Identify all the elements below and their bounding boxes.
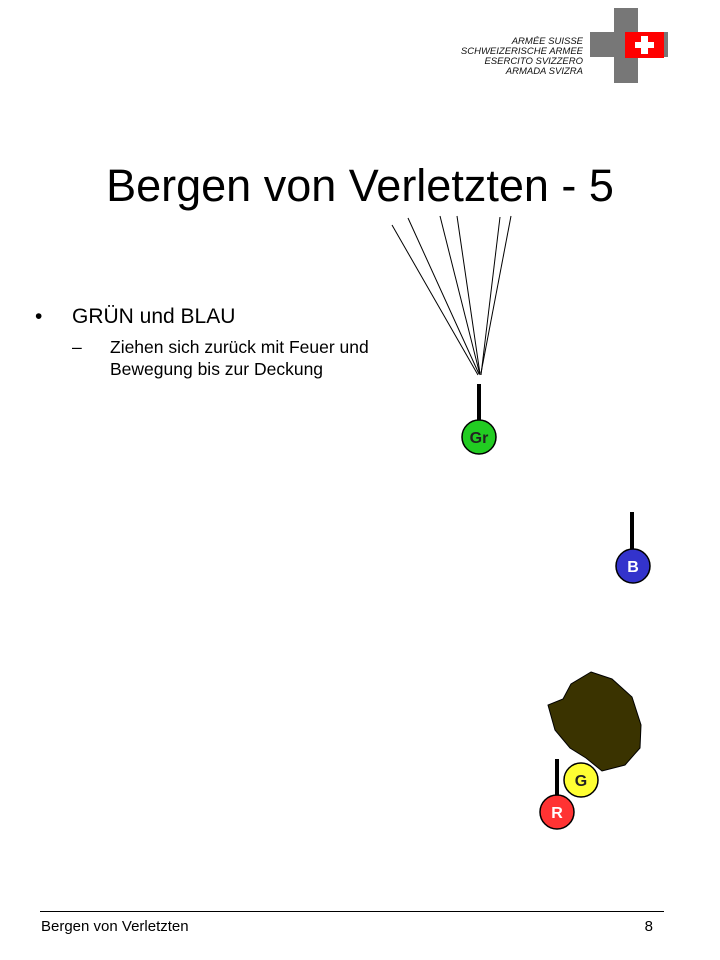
token-gr-circle [461,419,497,455]
slide-title: Bergen von Verletzten - 5 [106,160,614,211]
footer-divider [40,911,664,912]
token-gr-label: Gr [470,430,489,447]
bullet-marker: • [35,305,43,328]
fire-line [480,215,512,374]
white-cross-shape [635,36,654,54]
fire-line [456,215,481,375]
token-gr: Gr [461,384,497,455]
fire-line [480,216,501,376]
bullet-text: GRÜN und BLAU [72,305,236,328]
army-name-block: ARMÉE SUISSE SCHWEIZERISCHE ARMEE ESERCI… [461,37,583,77]
bullet-item: • GRÜN und BLAU [32,303,392,330]
army-name-rm: ARMADA SVIZRA [505,66,583,77]
token-g-circle [563,762,599,798]
sub-bullet-item: – Ziehen sich zurück mit Feuer und Beweg… [32,336,392,380]
fire-line [407,217,480,375]
army-name-it: ESERCITO SVIZZERO [484,56,583,67]
fire-line [391,224,479,376]
bullet-list: • GRÜN und BLAU – Ziehen sich zurück mit… [32,303,392,380]
army-name-fr: ARMÉE SUISSE [511,36,583,47]
token-b-label: B [627,559,639,576]
token-r-circle [539,794,575,830]
cover-terrain [547,671,642,772]
token-b: B [615,512,651,584]
footer-title: Bergen von Verletzten [41,918,189,935]
sub-bullet-text: Ziehen sich zurück mit Feuer und Bewegun… [110,337,369,379]
page-number: 8 [644,918,653,935]
token-g-label: G [575,773,587,790]
swiss-cross-logo-icon [590,8,668,83]
sub-bullet-marker: – [72,337,82,357]
token-b-circle [615,548,651,584]
token-r: R [539,759,575,830]
fire-lines [391,215,512,376]
army-name-de: SCHWEIZERISCHE ARMEE [460,46,583,57]
token-r-label: R [551,805,563,822]
fire-line [439,215,481,376]
token-g: G [563,762,599,798]
